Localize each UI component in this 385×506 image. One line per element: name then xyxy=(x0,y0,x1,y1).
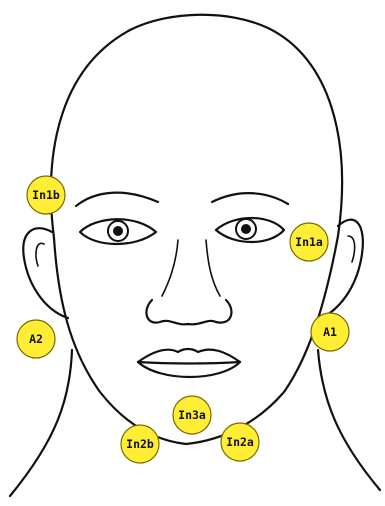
electrode-a2: A2 xyxy=(17,320,55,358)
right-eyebrow xyxy=(212,193,288,204)
left-eyebrow xyxy=(76,193,158,206)
neck-left xyxy=(10,350,72,496)
nose-bridge-right xyxy=(206,240,220,296)
mouth-line xyxy=(138,362,240,364)
electrode-label: In2a xyxy=(226,435,254,449)
right-pupil xyxy=(241,224,251,234)
electrode-label: In1a xyxy=(295,235,323,249)
head-outline xyxy=(51,15,342,238)
electrode-in3a: In3a xyxy=(173,396,211,434)
nose-base xyxy=(146,300,231,324)
electrode-label: A1 xyxy=(323,325,337,339)
left-pupil xyxy=(113,226,123,236)
electrode-label: A2 xyxy=(29,332,43,346)
neck-right xyxy=(318,350,380,490)
electrode-a1: A1 xyxy=(311,313,349,351)
left-ear xyxy=(23,228,68,318)
nose-bridge-left xyxy=(162,240,178,296)
electrode-in2b: In2b xyxy=(121,425,159,463)
electrode-label: In2b xyxy=(126,437,154,451)
electrode-in2a: In2a xyxy=(221,423,259,461)
right-ear xyxy=(322,220,363,318)
mouth-upper-lip xyxy=(138,349,240,362)
electrode-in1a: In1a xyxy=(290,223,328,261)
right-ear-inner xyxy=(348,236,355,262)
electrode-label: In3a xyxy=(178,408,206,422)
electrode-in1b: In1b xyxy=(27,176,65,214)
left-ear-inner xyxy=(36,243,44,266)
electrode-label: In1b xyxy=(32,188,60,202)
